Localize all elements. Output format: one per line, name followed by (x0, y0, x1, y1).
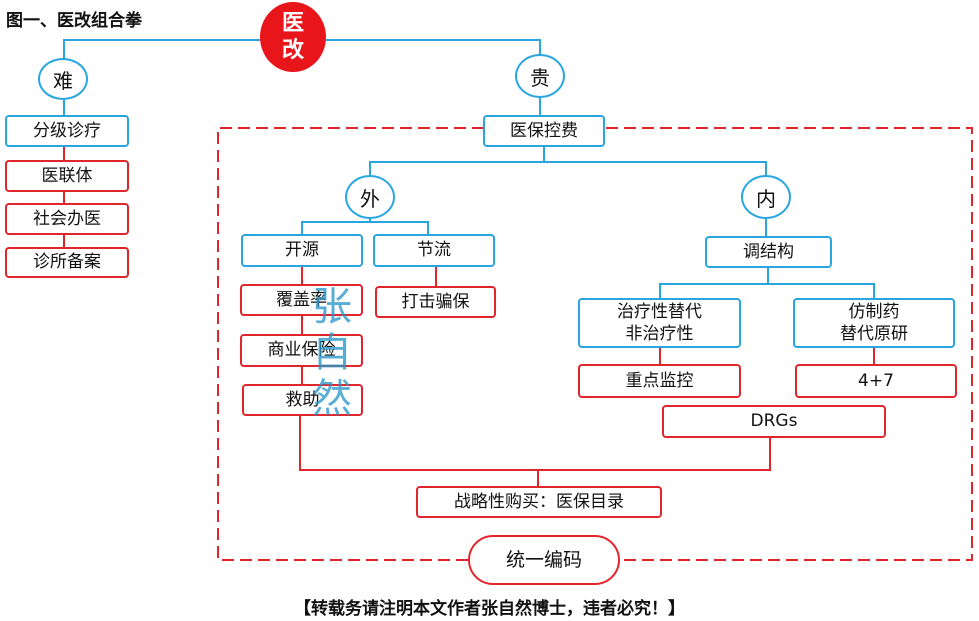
node-zhongdian: 重点监控 (578, 364, 741, 398)
dashed-frame-right (606, 127, 973, 561)
node-bianma: 统一编码 (468, 535, 620, 585)
line-yibao-nei (544, 161, 767, 176)
line-yibao-wai (369, 146, 545, 176)
node-fangzhi: 仿制药替代原研 (793, 298, 955, 348)
node-fenji: 分级诊疗 (5, 115, 129, 147)
line-root-gui (326, 39, 541, 58)
dashed-frame-left (217, 127, 484, 561)
line-wai-children (301, 221, 429, 234)
node-yilianti: 医联体 (5, 160, 129, 192)
node-gui: 贵 (515, 54, 565, 98)
node-jiuzhu: 救助 (242, 384, 363, 416)
line-merge (299, 416, 771, 471)
node-drgs: DRGs (662, 405, 886, 438)
footer-notice: 【转载务请注明本文作者张自然博士，违者必究！】 (294, 599, 685, 619)
node-kaiyuan: 开源 (241, 234, 363, 267)
line-tiao-fangzhi (768, 283, 875, 298)
node-shehui: 社会办医 (5, 203, 129, 235)
node-4plus7: 4+7 (795, 364, 957, 398)
line-root-nan (63, 39, 260, 60)
node-zhensuo: 诊所备案 (5, 247, 129, 278)
node-wai: 外 (345, 175, 395, 219)
node-tiaojiegou: 调结构 (705, 236, 832, 268)
node-nan: 难 (38, 58, 88, 100)
watermark-signature: 张自然 (312, 284, 352, 422)
node-jieliu: 节流 (373, 234, 495, 267)
figure-title: 图一、医改组合拳 (6, 11, 142, 31)
node-zhiliao: 治疗性替代非治疗性 (578, 298, 741, 348)
node-nei: 内 (741, 175, 791, 219)
line-tiao-zhiliao (659, 268, 769, 298)
node-zhanlue: 战略性购买：医保目录 (416, 486, 662, 518)
node-fugai: 覆盖率 (240, 284, 363, 316)
node-yibao: 医保控费 (483, 115, 605, 147)
node-daji: 打击骗保 (375, 286, 496, 318)
node-shangye: 商业保险 (240, 334, 363, 367)
root-node: 医改 (260, 2, 326, 72)
